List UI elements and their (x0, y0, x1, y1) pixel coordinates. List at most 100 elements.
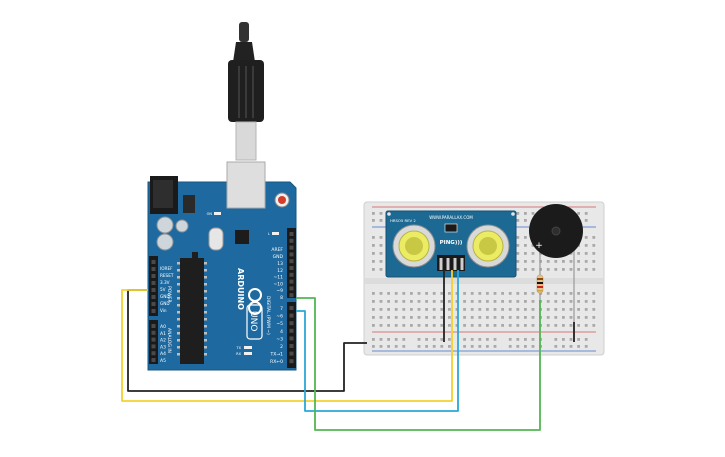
breadboard-hole[interactable] (455, 292, 459, 295)
breadboard-hole[interactable] (432, 308, 436, 311)
header-hole[interactable] (289, 359, 294, 364)
header-hole[interactable] (151, 351, 156, 356)
breadboard-hole[interactable] (592, 244, 596, 247)
breadboard-hole[interactable] (379, 300, 383, 303)
breadboard-hole[interactable] (463, 345, 466, 348)
breadboard-hole[interactable] (372, 300, 375, 303)
breadboard-hole[interactable] (569, 316, 573, 319)
breadboard-hole[interactable] (577, 338, 580, 341)
breadboard-hole[interactable] (448, 300, 451, 303)
breadboard-hole[interactable] (486, 300, 489, 303)
breadboard-hole[interactable] (379, 212, 383, 215)
breadboard-hole[interactable] (394, 338, 398, 341)
breadboard-hole[interactable] (493, 308, 497, 311)
breadboard-hole[interactable] (592, 292, 596, 295)
header-hole[interactable] (151, 267, 156, 271)
breadboard-hole[interactable] (524, 252, 527, 255)
breadboard-hole[interactable] (486, 345, 489, 348)
breadboard-hole[interactable] (432, 316, 436, 319)
breadboard-hole[interactable] (554, 338, 558, 341)
breadboard-hole[interactable] (486, 316, 489, 319)
breadboard-hole[interactable] (379, 252, 383, 255)
breadboard-hole[interactable] (584, 292, 588, 295)
breadboard-hole[interactable] (584, 260, 588, 263)
breadboard-hole[interactable] (394, 345, 398, 348)
breadboard-hole[interactable] (387, 308, 390, 311)
breadboard-hole[interactable] (379, 292, 383, 295)
header-hole[interactable] (151, 309, 156, 313)
breadboard-hole[interactable] (387, 292, 390, 295)
breadboard-hole[interactable] (486, 324, 489, 327)
breadboard-hole[interactable] (546, 300, 550, 303)
breadboard-hole[interactable] (417, 308, 421, 311)
breadboard-hole[interactable] (516, 338, 520, 341)
breadboard-hole[interactable] (425, 324, 428, 327)
breadboard-hole[interactable] (410, 308, 413, 311)
breadboard-hole[interactable] (554, 260, 558, 263)
breadboard-hole[interactable] (554, 308, 558, 311)
breadboard-hole[interactable] (524, 308, 527, 311)
breadboard-hole[interactable] (577, 268, 580, 271)
breadboard-hole[interactable] (493, 300, 497, 303)
header-hole[interactable] (289, 272, 294, 277)
header-hole[interactable] (151, 288, 156, 292)
header-hole[interactable] (289, 344, 294, 348)
breadboard-hole[interactable] (569, 260, 573, 263)
breadboard-hole[interactable] (455, 316, 459, 319)
breadboard-hole[interactable] (394, 300, 398, 303)
breadboard-hole[interactable] (531, 308, 535, 311)
breadboard-hole[interactable] (516, 316, 520, 319)
breadboard-hole[interactable] (508, 308, 512, 311)
breadboard-hole[interactable] (402, 300, 406, 303)
breadboard-hole[interactable] (584, 345, 588, 348)
breadboard-hole[interactable] (524, 292, 527, 295)
breadboard-hole[interactable] (440, 292, 444, 295)
breadboard-hole[interactable] (592, 260, 596, 263)
header-hole[interactable] (289, 279, 294, 284)
breadboard-hole[interactable] (478, 324, 482, 327)
breadboard-hole[interactable] (463, 300, 466, 303)
breadboard-hole[interactable] (592, 252, 596, 255)
breadboard-hole[interactable] (577, 324, 580, 327)
breadboard-hole[interactable] (372, 219, 375, 222)
header-hole[interactable] (289, 293, 294, 298)
breadboard-hole[interactable] (379, 345, 383, 348)
header-hole[interactable] (151, 274, 156, 278)
breadboard-hole[interactable] (493, 292, 497, 295)
header-hole[interactable] (151, 295, 156, 299)
header-hole[interactable] (151, 260, 156, 264)
usb-cable[interactable] (228, 22, 264, 161)
breadboard-hole[interactable] (372, 212, 375, 215)
wire-signal-blue[interactable] (296, 270, 459, 412)
breadboard-hole[interactable] (531, 244, 535, 247)
breadboard-hole[interactable] (387, 324, 390, 327)
breadboard-hole[interactable] (562, 268, 565, 271)
breadboard-hole[interactable] (470, 345, 474, 348)
wire-5v-yellow[interactable] (121, 270, 453, 402)
breadboard-hole[interactable] (410, 292, 413, 295)
breadboard-hole[interactable] (508, 345, 512, 348)
breadboard-hole[interactable] (402, 316, 406, 319)
breadboard-hole[interactable] (379, 219, 383, 222)
breadboard-hole[interactable] (531, 292, 535, 295)
breadboard-hole[interactable] (478, 316, 482, 319)
breadboard-hole[interactable] (463, 338, 466, 341)
breadboard-hole[interactable] (432, 345, 436, 348)
breadboard-hole[interactable] (554, 345, 558, 348)
breadboard-hole[interactable] (470, 324, 474, 327)
breadboard-hole[interactable] (569, 308, 573, 311)
breadboard-hole[interactable] (440, 324, 444, 327)
breadboard-hole[interactable] (470, 308, 474, 311)
breadboard-hole[interactable] (470, 300, 474, 303)
breadboard-hole[interactable] (592, 268, 596, 271)
breadboard-hole[interactable] (432, 292, 436, 295)
breadboard-hole[interactable] (387, 300, 390, 303)
breadboard-hole[interactable] (394, 308, 398, 311)
breadboard-hole[interactable] (387, 345, 390, 348)
breadboard-hole[interactable] (432, 338, 436, 341)
breadboard-hole[interactable] (372, 308, 375, 311)
breadboard-hole[interactable] (524, 236, 527, 239)
breadboard-hole[interactable] (531, 300, 535, 303)
breadboard-hole[interactable] (516, 292, 520, 295)
power-header[interactable] (149, 256, 158, 316)
